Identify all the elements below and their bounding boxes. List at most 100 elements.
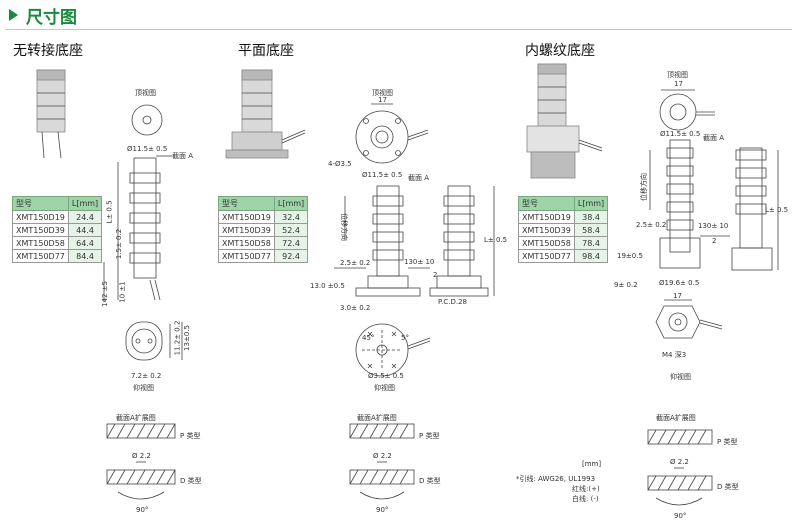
product-image-2 [225,69,306,159]
red-wire-note: 红线:(+) [572,485,600,493]
column-drawing-1 [103,155,172,302]
bottom-view-label: 仰视图 [374,384,395,392]
top-view-label: 顶视图 [372,89,393,97]
dim-label: 17 [673,292,682,300]
dim-label: 4-Ø3.5 [328,160,352,168]
wire-note: *引线: AWG26, UL1993 [516,475,596,483]
section-a-expand-label: 截面A扩展图 [656,414,696,422]
angle-label: 90° [674,512,687,520]
column-drawing-2 [334,185,495,297]
dim-label: L± 0.5 [105,200,114,224]
bottom-view-3 [655,299,723,339]
dim-label: 19±0.5 [617,252,643,260]
product-image-3 [526,63,603,179]
col-header-length: L[mm] [573,196,609,211]
direction-label: 位移方向 [340,213,348,241]
section-a-expand-label: 截面A扩展图 [116,414,156,422]
col-header-length: L[mm] [273,196,309,211]
header-arrow-icon [9,9,18,21]
dim-label: 13.0 ±0.5 [310,282,345,290]
dim-label: Ø 2.2 [670,458,689,466]
dim-label: 13±0.5 [182,325,191,351]
dim-label: 3.0± 0.2 [340,304,371,312]
dim-label: Ø 2.2 [373,452,392,460]
d-type-label: D 类型 [419,477,441,485]
section-a-label: 截面 A [408,174,430,182]
dim-label: 2.5± 0.2 [340,259,371,267]
page-title: 尺寸图 [26,8,77,28]
dim-label: 10 ±1 [118,281,127,303]
dim-label: 45° [362,334,375,342]
dim-label: Ø 2.2 [132,452,151,460]
section-a-label: 截面 A [172,152,194,160]
dim-label: 142 ±5 [100,281,109,307]
p-type-label: P 类型 [717,438,738,446]
header-divider [6,29,792,30]
top-view-3 [659,89,715,131]
section-header: 尺寸图 [0,0,797,30]
dim-label: Ø11.5± 0.5 [660,130,701,138]
section-title-threaded-base: 内螺纹底座 [525,43,595,59]
top-view-1 [131,104,163,136]
section-a-label: 截面 A [703,134,725,142]
dim-label: 17 [378,96,387,104]
top-view-label: 顶视图 [135,89,156,97]
dim-label: 17 [674,80,683,88]
dim-label: 9± 0.2 [614,281,638,289]
product-image-1 [36,69,66,159]
dim-label: P.C.D.28 [438,298,467,306]
dim-label: Ø11.5± 0.5 [362,171,403,179]
dim-label: 5° [401,334,409,342]
dim-label: 2 [433,271,438,279]
section-a-expand-label: 截面A扩展图 [357,414,397,422]
col-header-model: 型号 [12,196,69,211]
bottom-view-2 [355,323,431,377]
col-header-model: 型号 [218,196,275,211]
angle-label: 90° [376,506,389,514]
dim-label: Ø11.5± 0.5 [127,145,168,153]
section-a-detail-3 [647,429,713,506]
dim-label: 2.5± 0.2 [636,221,667,229]
section-a-detail-2 [349,423,415,500]
dim-label: 1.5± 0.2 [115,228,124,260]
angle-label: 90° [136,506,149,514]
p-type-label: P 类型 [419,432,440,440]
direction-label: 位移方向 [640,173,648,201]
dim-label: M4 深3 [662,351,687,359]
section-title-no-adapter: 无转接底座 [13,43,83,59]
bottom-view-1 [125,321,183,361]
dim-label: L± 0.5 [765,206,789,214]
top-view-2 [355,103,429,164]
dim-label: Ø19.6± 0.5 [659,279,700,287]
column-drawing-3 [649,139,779,271]
bottom-view-label: 仰视图 [670,373,691,381]
d-type-label: D 类型 [717,483,739,491]
top-view-label: 顶视图 [667,71,688,79]
col-header-model: 型号 [518,196,575,211]
d-type-label: D 类型 [180,477,202,485]
dim-label: 11.2± 0.2 [173,320,182,356]
col-header-length: L[mm] [67,196,103,211]
section-a-detail-1 [106,423,176,500]
unit-note: [mm] [582,460,602,468]
white-wire-note: 白线: (-) [572,495,599,503]
dim-label: Ø3.5± 0.5 [368,372,404,380]
dim-label: 130± 10 [698,222,729,230]
dim-label: L± 0.5 [484,236,508,244]
dim-label: 7.2± 0.2 [131,372,162,380]
bottom-view-label: 仰视图 [133,384,154,392]
